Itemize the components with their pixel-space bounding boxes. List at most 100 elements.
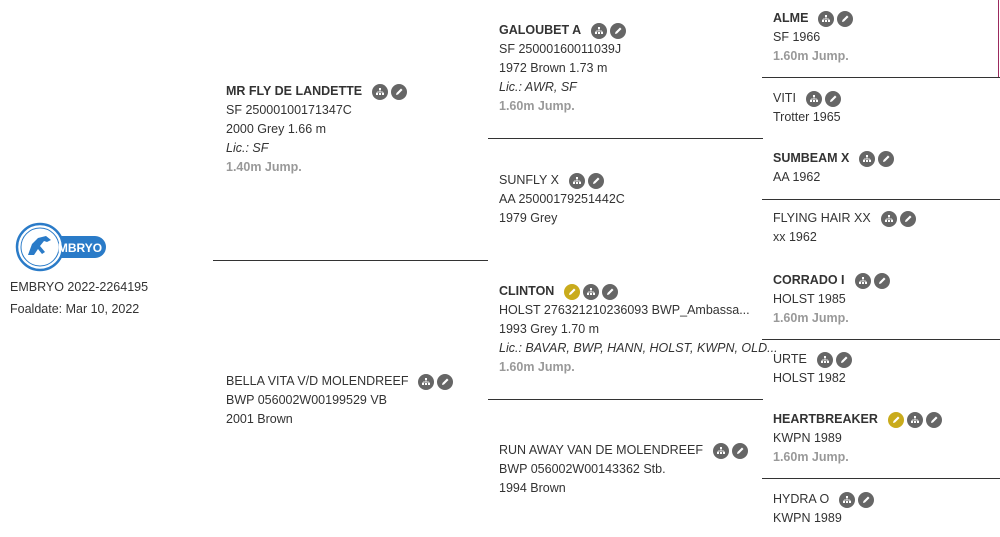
pedigree-tree-icon[interactable] <box>805 90 822 107</box>
g3-card: VITI Trotter 1965 <box>773 89 841 127</box>
g3-desc: KWPN 1989 <box>773 431 842 445</box>
pencil-edit-icon[interactable] <box>391 83 408 100</box>
g3-name[interactable]: FLYING HAIR XX <box>773 211 871 225</box>
ss-desc: 1972 Brown 1.73 m <box>499 61 608 75</box>
pedigree-tree-icon[interactable] <box>854 272 871 289</box>
dd-name[interactable]: RUN AWAY VAN DE MOLENDREEF <box>499 443 703 457</box>
pencil-edit-icon[interactable] <box>899 210 916 227</box>
ds-name[interactable]: CLINTON <box>499 284 555 298</box>
g3-desc: xx 1962 <box>773 230 817 244</box>
sire-jump: 1.40m Jump. <box>226 160 302 174</box>
ds-jump: 1.60m Jump. <box>499 360 575 374</box>
embryo-logo: EMBRYO <box>15 222 108 277</box>
pedigree-tree-icon[interactable] <box>859 150 876 167</box>
subject-info: EMBRYO 2022-2264195 Foaldate: Mar 10, 20… <box>10 278 148 319</box>
pencil-edit-icon[interactable] <box>437 373 454 390</box>
sire-card: MR FLY DE LANDETTE SF 25000100171347C 20… <box>226 82 408 177</box>
g3-name[interactable]: SUMBEAM X <box>773 151 850 165</box>
pencil-edit-icon[interactable] <box>602 283 619 300</box>
ds-lic: Lic.: BAVAR, BWP, HANN, HOLST, KWPN, OLD… <box>499 341 778 355</box>
ss-jump: 1.60m Jump. <box>499 99 575 113</box>
g3-jump: 1.60m Jump. <box>773 450 849 464</box>
sd-desc: 1979 Grey <box>499 211 558 225</box>
g3-name[interactable]: HYDRA O <box>773 492 830 506</box>
g3-name[interactable]: HEARTBREAKER <box>773 412 878 426</box>
divider-gen2-top <box>488 138 763 139</box>
g3-name[interactable]: VITI <box>773 91 796 105</box>
pencil-edit-icon[interactable] <box>731 442 748 459</box>
divider-gen1 <box>213 260 488 261</box>
g3-desc: HOLST 1982 <box>773 371 846 385</box>
sd-card: SUNFLY X AA 25000179251442C 1979 Grey <box>499 171 625 228</box>
pedigree-tree-icon[interactable] <box>906 411 923 428</box>
g3-desc: HOLST 1985 <box>773 292 846 306</box>
pencil-edit-icon[interactable] <box>837 10 854 27</box>
g3-card: HYDRA O KWPN 1989 <box>773 490 875 528</box>
pencil-edit-icon[interactable] <box>835 351 852 368</box>
pedigree-tree-icon[interactable] <box>372 83 389 100</box>
sire-desc: 2000 Grey 1.66 m <box>226 122 327 136</box>
g3-desc: Trotter 1965 <box>773 110 841 124</box>
pedigree-tree-icon[interactable] <box>880 210 897 227</box>
g3-jump: 1.60m Jump. <box>773 311 849 325</box>
pencil-gold-icon[interactable] <box>887 411 904 428</box>
dd-desc: 1994 Brown <box>499 481 566 495</box>
g3-name[interactable]: ALME <box>773 11 809 25</box>
dam-name[interactable]: BELLA VITA V/D MOLENDREEF <box>226 374 409 388</box>
pedigree-tree-icon[interactable] <box>818 10 835 27</box>
divider-gen2-bottom <box>488 399 763 400</box>
ss-card: GALOUBET A SF 25000160011039J 1972 Brown… <box>499 21 627 116</box>
divider-gen3-2 <box>762 199 1000 200</box>
g3-card: SUMBEAM X AA 1962 <box>773 149 895 187</box>
g3-name[interactable]: CORRADO I <box>773 273 845 287</box>
pencil-gold-icon[interactable] <box>564 283 581 300</box>
ss-lic: Lic.: AWR, SF <box>499 80 577 94</box>
g3-card: URTE HOLST 1982 <box>773 350 852 388</box>
pencil-edit-icon[interactable] <box>925 411 942 428</box>
subject-foaldate: Foaldate: Mar 10, 2022 <box>10 302 140 316</box>
sire-reg: SF 25000100171347C <box>226 103 352 117</box>
g3-card: CORRADO I HOLST 1985 1.60m Jump. <box>773 271 890 328</box>
sd-reg: AA 25000179251442C <box>499 192 625 206</box>
g3-card: ALME SF 1966 1.60m Jump. <box>773 9 854 66</box>
logo-text: EMBRYO <box>50 241 102 255</box>
g3-name[interactable]: URTE <box>773 352 807 366</box>
g3-desc: KWPN 1989 <box>773 511 842 525</box>
pencil-edit-icon[interactable] <box>824 90 841 107</box>
dam-card: BELLA VITA V/D MOLENDREEF BWP 056002W001… <box>226 372 454 429</box>
pedigree-tree-icon[interactable] <box>816 351 833 368</box>
pedigree-tree-icon[interactable] <box>839 491 856 508</box>
pencil-edit-icon[interactable] <box>873 272 890 289</box>
pencil-edit-icon[interactable] <box>610 22 627 39</box>
dd-card: RUN AWAY VAN DE MOLENDREEF BWP 056002W00… <box>499 441 748 498</box>
pedigree-tree-icon[interactable] <box>418 373 435 390</box>
pencil-edit-icon[interactable] <box>587 172 604 189</box>
dam-desc: 2001 Brown <box>226 412 293 426</box>
pedigree-tree-icon[interactable] <box>712 442 729 459</box>
pencil-edit-icon[interactable] <box>878 150 895 167</box>
sire-name[interactable]: MR FLY DE LANDETTE <box>226 84 363 98</box>
divider-gen3-4 <box>762 478 1000 479</box>
accent-edge <box>998 0 999 77</box>
pedigree-tree-icon[interactable] <box>591 22 608 39</box>
divider-gen3-1 <box>762 77 1000 78</box>
g3-jump: 1.60m Jump. <box>773 49 849 63</box>
ds-card: CLINTON HOLST 276321210236093 BWP_Ambass… <box>499 282 778 377</box>
pedigree-tree-icon[interactable] <box>568 172 585 189</box>
subject-id: EMBRYO 2022-2264195 <box>10 280 149 294</box>
ss-name[interactable]: GALOUBET A <box>499 23 582 37</box>
pedigree-tree-icon[interactable] <box>583 283 600 300</box>
g3-desc: AA 1962 <box>773 170 821 184</box>
dam-reg: BWP 056002W00199529 VB <box>226 393 387 407</box>
divider-gen3-3 <box>762 339 1000 340</box>
ds-desc: 1993 Grey 1.70 m <box>499 322 600 336</box>
sire-lic: Lic.: SF <box>226 141 269 155</box>
pencil-edit-icon[interactable] <box>858 491 875 508</box>
g3-desc: SF 1966 <box>773 30 821 44</box>
ds-reg: HOLST 276321210236093 BWP_Ambassa... <box>499 303 750 317</box>
g3-card: HEARTBREAKER KWPN 1989 1.60m Jump. <box>773 410 942 467</box>
g3-card: FLYING HAIR XX xx 1962 <box>773 209 916 247</box>
sd-name[interactable]: SUNFLY X <box>499 173 559 187</box>
dd-reg: BWP 056002W00143362 Stb. <box>499 462 666 476</box>
ss-reg: SF 25000160011039J <box>499 42 622 56</box>
